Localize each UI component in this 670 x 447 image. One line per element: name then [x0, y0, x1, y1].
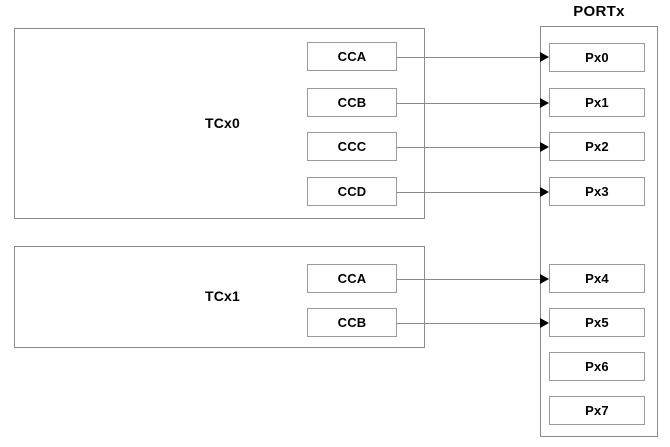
- connection-line-ccc-px2: [397, 147, 541, 148]
- tcx0-channel-ccc[interactable]: CCC: [307, 132, 397, 161]
- tcx1-label: TCx1: [204, 288, 241, 304]
- arrow-head-px2-icon: [540, 142, 549, 152]
- port-pin-px4[interactable]: Px4: [549, 264, 645, 293]
- port-pin-px1[interactable]: Px1: [549, 88, 645, 117]
- port-pin-px3[interactable]: Px3: [549, 177, 645, 206]
- portx-title: PORTx: [573, 3, 625, 20]
- arrow-head-px4-icon: [540, 274, 549, 284]
- tcx0-label: TCx0: [204, 115, 241, 131]
- port-pin-px6[interactable]: Px6: [549, 352, 645, 381]
- arrow-head-px5-icon: [540, 318, 549, 328]
- tcx0-channel-cca[interactable]: CCA: [307, 42, 397, 71]
- port-pin-px7[interactable]: Px7: [549, 396, 645, 425]
- port-pin-px2[interactable]: Px2: [549, 132, 645, 161]
- port-pin-px5[interactable]: Px5: [549, 308, 645, 337]
- connection-line-cca-px0: [397, 57, 541, 58]
- arrow-head-px1-icon: [540, 98, 549, 108]
- tcx0-channel-ccd[interactable]: CCD: [307, 177, 397, 206]
- connection-line-ccb-px1: [397, 103, 541, 104]
- arrow-head-px3-icon: [540, 187, 549, 197]
- tcx0-channel-ccb[interactable]: CCB: [307, 88, 397, 117]
- connection-line-ccd-px3: [397, 192, 541, 193]
- connection-line-tcx1ccb-px5: [397, 323, 541, 324]
- connection-line-tcx1cca-px4: [397, 279, 541, 280]
- port-pin-px0[interactable]: Px0: [549, 43, 645, 72]
- arrow-head-px0-icon: [540, 52, 549, 62]
- tcx1-channel-ccb[interactable]: CCB: [307, 308, 397, 337]
- tcx1-channel-cca[interactable]: CCA: [307, 264, 397, 293]
